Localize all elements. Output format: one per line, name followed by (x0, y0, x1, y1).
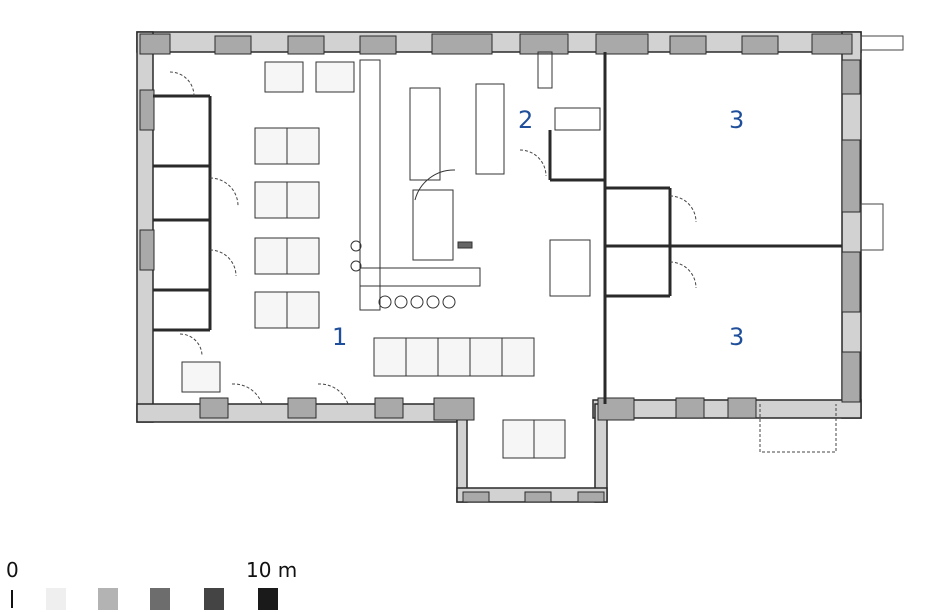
door-swings (169, 71, 837, 453)
scale-swatch-5 (258, 588, 278, 610)
exterior-steps (860, 35, 904, 51)
window-piers (139, 33, 861, 503)
scale-swatch-1 (46, 588, 66, 610)
interior-walls (153, 52, 842, 404)
scale-swatch-3 (150, 588, 170, 610)
room-label-3-upper: 3 (729, 106, 744, 134)
entrance-porch (860, 203, 884, 251)
scale-end-label: 10 m (246, 558, 298, 582)
room-label-2: 2 (518, 106, 533, 134)
kitchen-fixtures (359, 51, 601, 311)
room-label-1: 1 (332, 323, 347, 351)
table-dividers (286, 128, 535, 458)
bar-stools (350, 240, 456, 309)
scale-swatch-4 (204, 588, 224, 610)
dining-tables (181, 61, 566, 459)
scale-swatches (0, 588, 300, 610)
room-label-3-lower: 3 (729, 323, 744, 351)
scale-swatch-2 (98, 588, 118, 610)
exterior-walls (136, 31, 862, 503)
scale-start-label: 0 (6, 558, 19, 582)
